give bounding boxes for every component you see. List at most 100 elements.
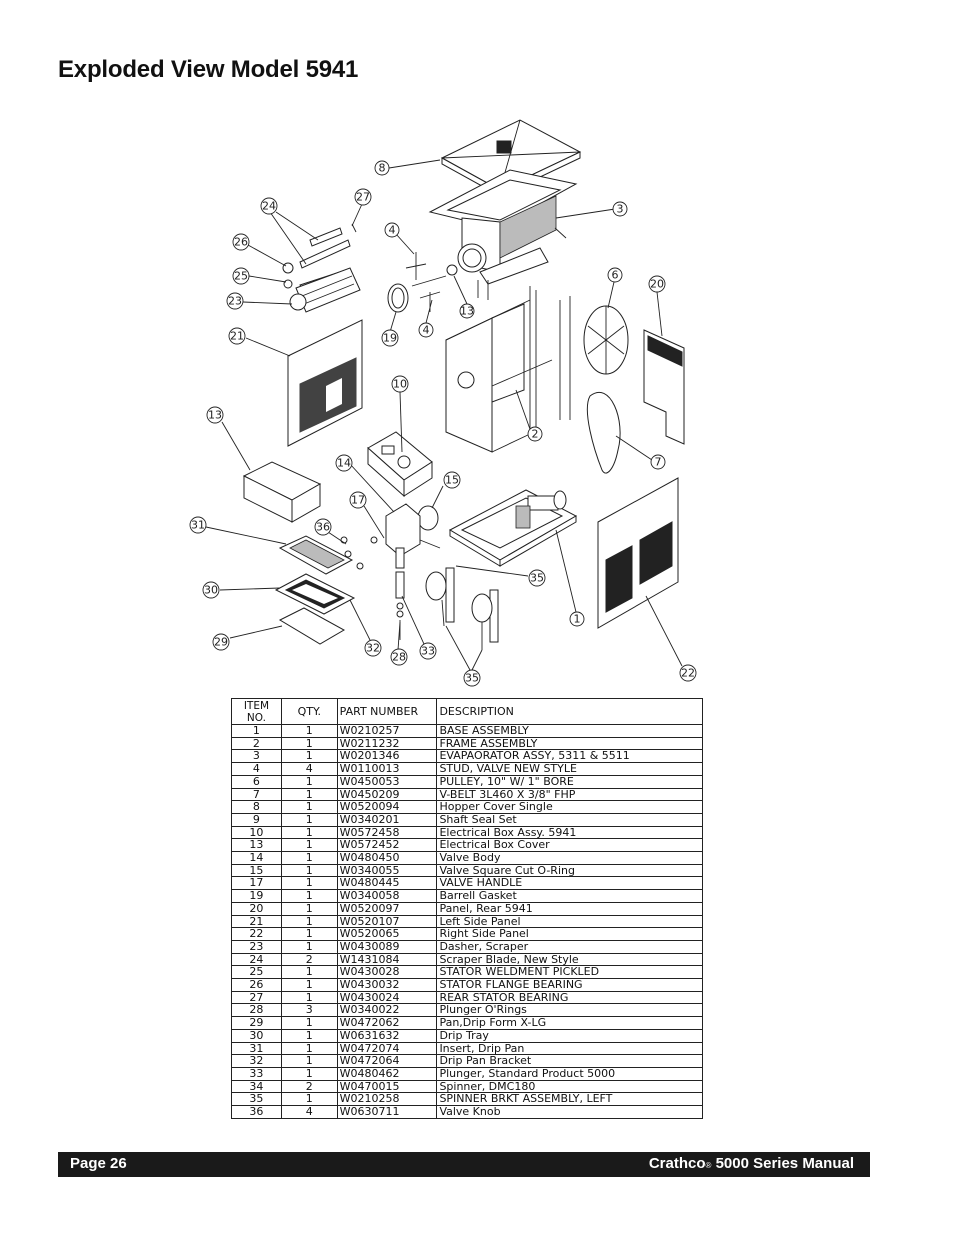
item-no-cell: 19 xyxy=(231,889,282,903)
callout-13: 13 xyxy=(206,406,224,424)
svg-text:30: 30 xyxy=(204,584,218,597)
qty-cell: 1 xyxy=(280,1054,338,1068)
brand-name: Crathco xyxy=(648,1155,706,1172)
description-cell: FRAME ASSEMBLY xyxy=(436,736,703,751)
svg-text:15: 15 xyxy=(445,474,459,487)
evaporator-assembly-drawing xyxy=(428,169,578,300)
item-no-cell: 15 xyxy=(231,863,282,878)
callout-6: 6 xyxy=(607,267,623,283)
header-item-no: ITEM NO. xyxy=(231,698,282,725)
qty-cell: 1 xyxy=(280,939,338,954)
item-no-cell: 23 xyxy=(231,939,282,954)
part-number-cell: W0340055 xyxy=(336,863,438,878)
description-cell: Scraper Blade, New Style xyxy=(436,952,703,967)
svg-text:4: 4 xyxy=(423,324,430,337)
drip-tray-drawing xyxy=(274,573,356,615)
valve-o-ring-drawing xyxy=(417,505,439,531)
qty-cell: 1 xyxy=(280,787,338,802)
svg-text:4: 4 xyxy=(389,224,396,237)
svg-text:22: 22 xyxy=(681,667,695,680)
description-cell: Shaft Seal Set xyxy=(436,812,703,827)
part-number-cell: W0430024 xyxy=(336,990,438,1005)
description-cell: Spinner, DMC180 xyxy=(436,1079,703,1094)
part-number-cell: W0340201 xyxy=(336,812,438,827)
registered-mark: ® xyxy=(705,1161,712,1170)
item-no-cell: 30 xyxy=(231,1028,282,1043)
item-no-cell: 32 xyxy=(231,1054,282,1068)
description-cell: Valve Knob xyxy=(436,1105,703,1119)
qty-cell: 2 xyxy=(280,1079,338,1094)
part-number-cell: W0520107 xyxy=(336,914,438,929)
part-number-cell: W0572458 xyxy=(336,825,438,840)
description-cell: SPINNER BRKT ASSEMBLY, LEFT xyxy=(436,1092,703,1107)
callout-33: 33 xyxy=(419,642,437,660)
callout-14: 14 xyxy=(335,454,353,472)
svg-text:14: 14 xyxy=(337,457,351,470)
item-no-cell: 9 xyxy=(231,812,282,827)
callout-22: 22 xyxy=(679,664,697,682)
header-part-number: PART NUMBER xyxy=(336,698,438,725)
description-cell: Drip Tray xyxy=(436,1028,703,1043)
callout-19: 19 xyxy=(381,329,399,347)
qty-cell: 1 xyxy=(280,914,338,929)
callout-4-top: 4 xyxy=(384,222,400,238)
description-cell: STATOR FLANGE BEARING xyxy=(436,978,703,992)
svg-text:27: 27 xyxy=(356,191,370,204)
part-number-cell: W0210258 xyxy=(336,1092,438,1107)
qty-cell: 3 xyxy=(280,1003,338,1018)
header-qty: QTY. xyxy=(280,698,338,725)
svg-text:32: 32 xyxy=(366,642,380,655)
item-no-cell: 14 xyxy=(231,851,282,865)
part-number-cell: W0480462 xyxy=(336,1066,438,1081)
qty-cell: 1 xyxy=(280,978,338,992)
callout-15: 15 xyxy=(443,471,461,489)
callout-21: 21 xyxy=(228,327,246,345)
description-cell: Valve Body xyxy=(436,851,703,865)
callout-9: 13 xyxy=(459,303,475,319)
drip-pan-drawing xyxy=(278,607,346,645)
description-cell: VALVE HANDLE xyxy=(436,876,703,891)
qty-cell: 1 xyxy=(280,825,338,840)
left-side-panel-drawing xyxy=(287,319,363,447)
description-cell: REAR STATOR BEARING xyxy=(436,990,703,1005)
svg-text:19: 19 xyxy=(383,332,397,345)
base-assembly-drawing xyxy=(448,489,578,567)
item-no-cell: 24 xyxy=(231,952,282,967)
callout-27: 27 xyxy=(354,188,372,206)
svg-text:29: 29 xyxy=(214,636,228,649)
item-no-cell: 21 xyxy=(231,914,282,929)
item-no-cell: 28 xyxy=(231,1003,282,1018)
description-cell: Plunger O'Rings xyxy=(436,1003,703,1018)
callout-36: 36 xyxy=(314,518,332,536)
qty-cell: 4 xyxy=(280,762,338,776)
item-no-cell: 35 xyxy=(231,1092,282,1107)
item-no-cell: 25 xyxy=(231,965,282,980)
qty-cell: 1 xyxy=(280,1041,338,1056)
part-number-cell: W1431084 xyxy=(336,952,438,967)
qty-cell: 1 xyxy=(280,876,338,891)
item-no-cell: 29 xyxy=(231,1016,282,1030)
svg-text:21: 21 xyxy=(230,330,244,343)
description-cell: EVAPAORATOR ASSY, 5311 & 5511 xyxy=(436,749,703,764)
svg-text:6: 6 xyxy=(612,269,619,282)
description-cell: Panel, Rear 5941 xyxy=(436,901,703,916)
qty-cell: 1 xyxy=(280,1092,338,1107)
svg-text:17: 17 xyxy=(351,494,365,507)
callout-25: 25 xyxy=(232,267,250,285)
part-number-cell: W0340022 xyxy=(336,1003,438,1018)
qty-cell: 1 xyxy=(280,889,338,903)
callout-32: 32 xyxy=(364,639,382,657)
part-number-cell: W0472062 xyxy=(336,1016,438,1030)
